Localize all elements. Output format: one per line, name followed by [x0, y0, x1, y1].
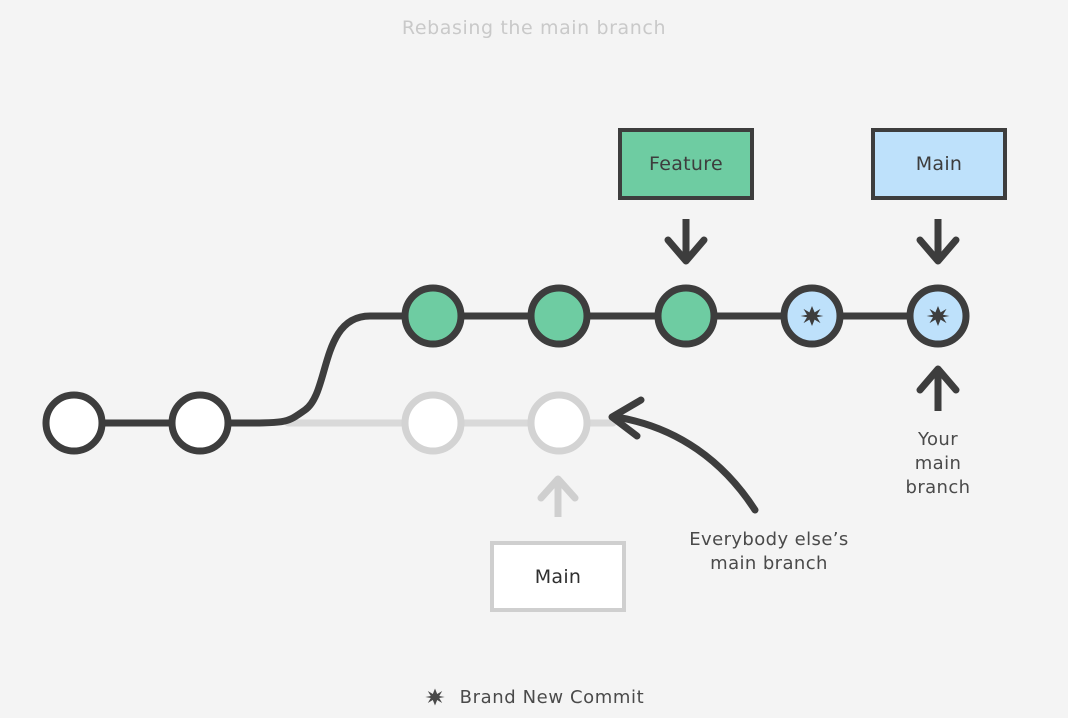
your-main-branch-caption: Your main branch [905, 429, 971, 498]
base-commit-node [42, 391, 106, 455]
feature-commit-node [401, 284, 465, 348]
legend-label: Brand New Commit [459, 686, 645, 708]
everybody-else-caption: Everybody else’s main branch [689, 529, 849, 574]
everybody-else-curved-arrow-icon [608, 396, 759, 514]
main-box-down-arrow-icon [916, 219, 960, 265]
feature-branch-label: Feature [649, 153, 723, 175]
feature-box-down-arrow-icon [664, 219, 708, 265]
new-commit-node [906, 284, 970, 348]
new-commit-node [780, 284, 844, 348]
main-branch-label: Main [915, 153, 963, 175]
old-commit-node [401, 391, 465, 455]
feature-commit-node [654, 284, 718, 348]
old-main-branch-label: Main [534, 565, 582, 588]
old-main-branch-box[interactable]: Main [490, 541, 626, 612]
legend: Brand New Commit [0, 686, 1068, 708]
feature-commit-node [527, 284, 591, 348]
base-commit-node [168, 391, 232, 455]
your-main-up-arrow-icon [916, 365, 960, 411]
page-title: Rebasing the main branch [401, 17, 667, 39]
feature-branch-box[interactable]: Feature [618, 128, 754, 200]
old-commit-node [527, 391, 591, 455]
main-branch-box[interactable]: Main [871, 128, 1007, 200]
brand-new-commit-icon [425, 688, 445, 706]
old-main-up-arrow-icon [537, 475, 579, 517]
